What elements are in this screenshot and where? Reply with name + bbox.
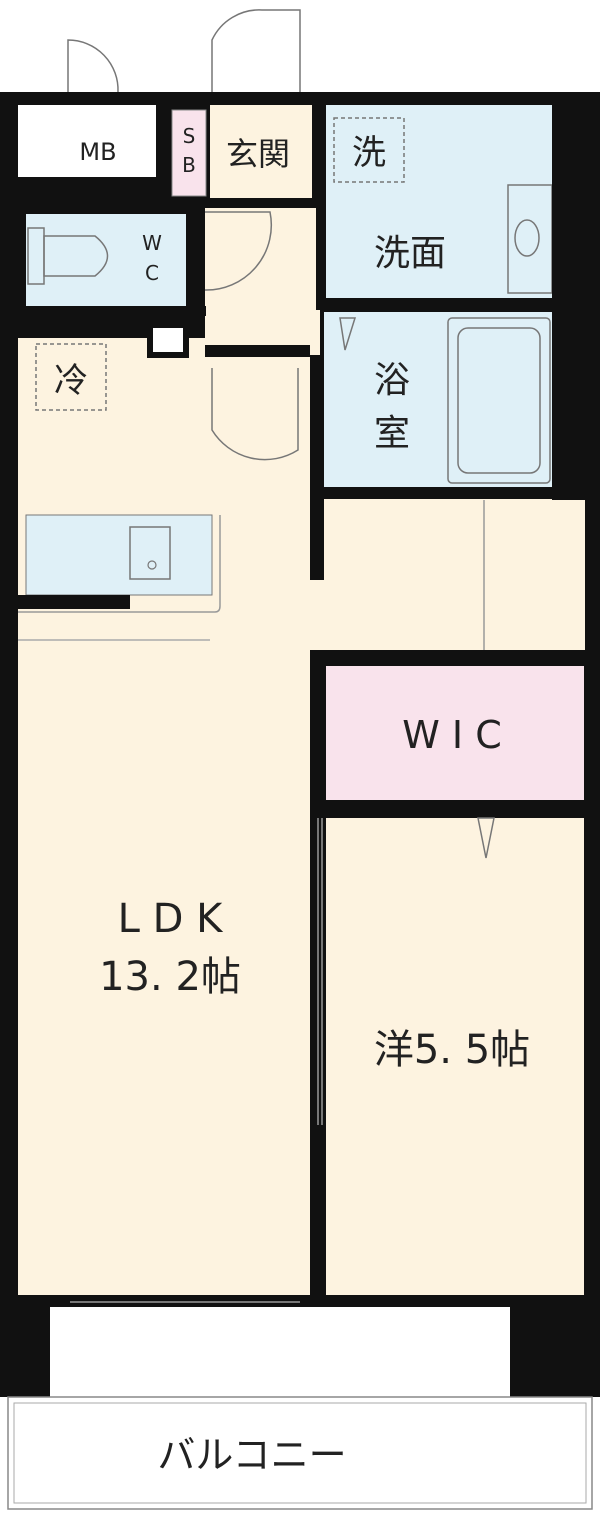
internal-walls [0,100,600,1310]
ldk-name-label: L D K [118,896,225,942]
hall-lower-floor [205,355,315,585]
washer-icon-frame [333,117,405,183]
ldk-size-label: 13. 2帖 [99,954,241,1000]
toilet-icon [27,227,109,285]
fridge-icon-frame [35,343,107,411]
washer-icon: 洗 [352,133,386,173]
mb-label: MB [79,138,116,166]
hall-floor [205,205,320,355]
sb-label-top: S [183,124,196,148]
wet-areas [25,105,554,596]
bathtub-inner [457,327,541,474]
fridge-space [26,340,116,415]
corridor-floor [310,498,585,650]
western-room-label: 洋5. 5帖 [374,1027,530,1073]
bath-label-line1: 浴 [374,360,410,401]
washroom-floor [324,105,554,298]
bathtub [447,317,551,484]
mb-box [18,105,156,177]
sink-drain [147,560,157,570]
western-floor [326,818,584,1308]
floor-areas [18,105,585,1310]
sink [129,526,171,580]
entrance-floor [210,105,312,198]
kitchen-peninsula [18,515,221,613]
kitchen-counter [25,514,213,596]
bath-label-line2: 室 [374,413,410,454]
balcony-label: バルコニー [157,1433,346,1477]
basin-bowl [514,219,540,257]
wic-box [324,666,584,800]
balcony [0,1307,600,1510]
bath-floor [324,312,554,487]
sb-label-bottom: B [182,153,196,177]
pillar-small [147,322,189,358]
entrance-label: 玄関 [226,135,290,173]
wc-label-bottom: C [145,261,159,285]
wc-label-top: W [142,231,162,255]
wic-label: W I C [402,713,501,757]
washroom-label: 洗面 [374,233,446,274]
sb-box [171,109,207,197]
fridge-icon: 冷 [54,361,88,401]
